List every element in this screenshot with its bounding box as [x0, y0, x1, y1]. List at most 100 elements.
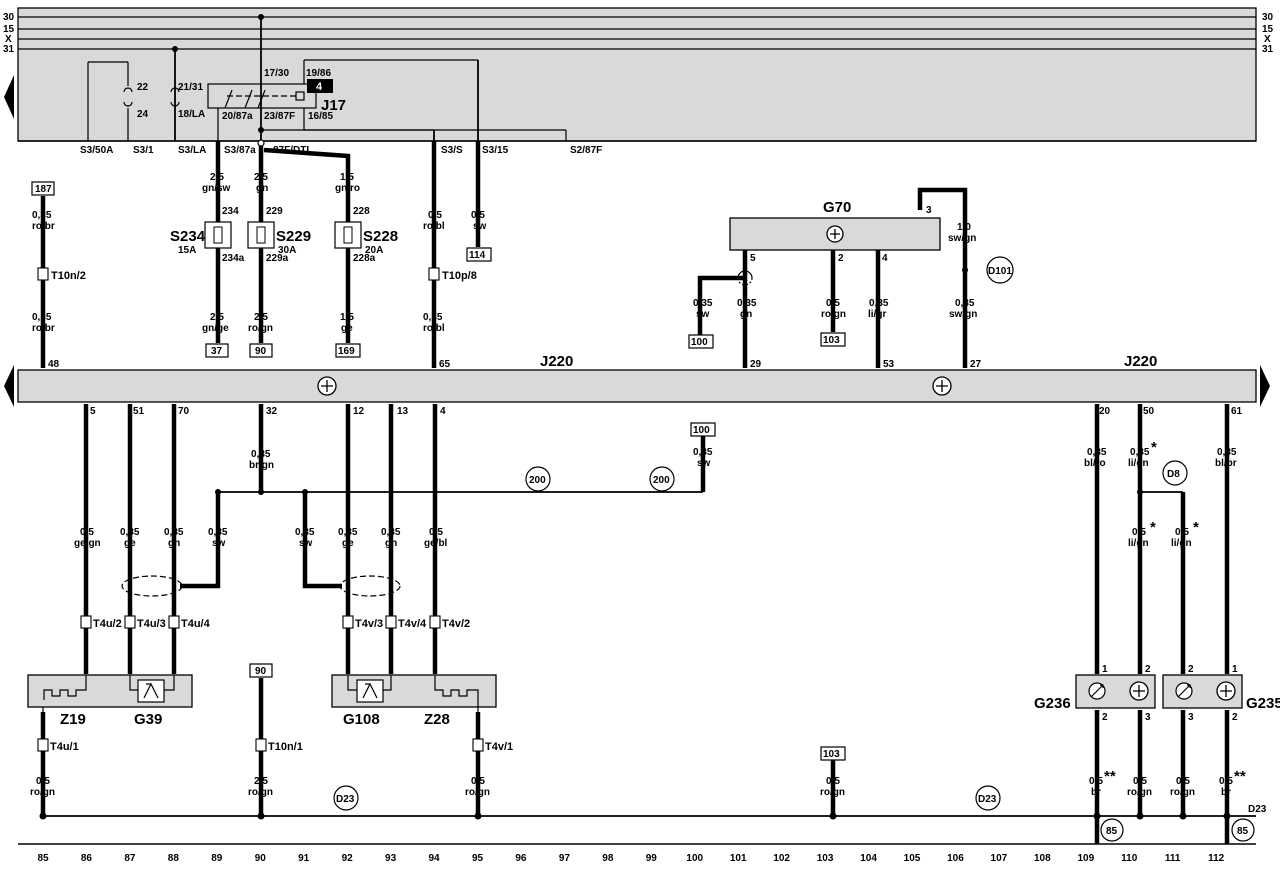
wire-l4-color: sw	[212, 538, 226, 549]
wire-l7-size: 0,35	[338, 527, 358, 538]
rail-label-30-left: 30	[3, 12, 15, 23]
ecu-j220: J220 J220 48 65 29 53 27 5 51 70 32 12 1…	[17, 353, 1257, 417]
fuse-s229-bottom: 229a	[266, 253, 289, 264]
ground-bus-label: D23	[1248, 804, 1267, 815]
gnd-wire-8-size: 0,5	[1219, 776, 1233, 787]
rail-label-x-right: X	[1264, 34, 1271, 45]
wire-l5-size: 0,35	[251, 449, 271, 460]
rail-label-15-right: 15	[1262, 24, 1274, 35]
top-wire-labels: 0,35 ro/br 2,5 gn/sw 2,5 gn 1,5 gn/ro 0,…	[32, 172, 977, 334]
fuse-s234-top: 234	[222, 206, 239, 217]
star-3: *	[1193, 519, 1199, 536]
relay-j17: 4 J17 17/30 19/86 21/31 18/LA 20/87a 23/…	[87, 14, 567, 160]
star-1: *	[1151, 439, 1157, 456]
gnd-wire-3-size: 0,5	[471, 776, 485, 787]
g108-label: G108	[343, 711, 380, 728]
relay-pin-23-87f: 23/87F	[264, 111, 295, 122]
wire-d-size: 1,5	[340, 172, 354, 183]
connector-t4u1-icon	[37, 738, 49, 752]
upper-wires	[40, 141, 968, 368]
wire-l15-color: li/gn	[1171, 538, 1192, 549]
gnd-wire-4-size: 0,5	[826, 776, 840, 787]
z19-label: Z19	[60, 711, 86, 728]
wire-l9-size: 0,5	[429, 527, 443, 538]
wire-l15-size: 0,5	[1175, 527, 1189, 538]
ground-labels: 0,5 ro/gn 2,5 ro/gn 0,5 ro/gn 0,5 ro/gn …	[30, 768, 1246, 798]
ecu-pin-53: 53	[883, 359, 895, 370]
gnd-wire-7-size: 0,5	[1176, 776, 1190, 787]
scale-number: 95	[472, 853, 484, 864]
relay-pin-24: 24	[137, 109, 149, 120]
wire-k-color: sw/gn	[948, 233, 976, 244]
g70-module: G70 3 5 2 4 D101	[729, 199, 1014, 284]
gnd-wire-3-color: ro/gn	[465, 787, 490, 798]
ref-90-bottom: 90	[255, 666, 267, 677]
ecu-pin-13: 13	[397, 406, 409, 417]
top-connectors: T10n/2 T10p/8	[37, 267, 477, 282]
scale-number: 108	[1034, 853, 1051, 864]
fuse-s228-label: S228	[363, 228, 398, 245]
g236-pin-2: 2	[1102, 712, 1108, 723]
scale-number: 85	[37, 853, 49, 864]
connector-t10n1-label: T10n/1	[268, 741, 303, 753]
arrow-left-top-icon	[4, 75, 14, 119]
wire-o-color: li/gr	[868, 309, 886, 320]
ground-bus: D23 D23 D23 85 85	[18, 785, 1267, 845]
wire-l-color: sw	[696, 309, 710, 320]
wire-a-size: 0,35	[32, 210, 52, 221]
wire-b-size: 2,5	[210, 172, 224, 183]
wire-e-size: 0,5	[428, 210, 442, 221]
wire-l12-size: 0,35	[1130, 447, 1150, 458]
term-s3-15: S3/15	[482, 145, 509, 156]
wire-l7-color: ge	[342, 538, 354, 549]
g235a-pin-3: 3	[1188, 712, 1194, 723]
g235-pin-1: 1	[1232, 664, 1238, 675]
ref-100-bottom: 100	[693, 425, 710, 436]
top-refs: 187 37 90 169 114 100 103	[31, 181, 846, 358]
relay-pin-19-86: 19/86	[306, 68, 331, 79]
scale-number: 111	[1165, 853, 1181, 864]
wire-l3-size: 0,35	[164, 527, 184, 538]
rail-label-31-left: 31	[3, 44, 15, 55]
ecu-pin-5: 5	[90, 406, 96, 417]
circle-85-b: 85	[1237, 826, 1249, 837]
wire-l-size: 0,35	[693, 298, 713, 309]
ecu-pin-4: 4	[440, 406, 446, 417]
fuses: S234 15A 234 234a S229 30A 229 229a S228…	[170, 206, 398, 264]
g70-pin-3: 3	[926, 205, 932, 216]
gnd-wire-2-size: 2,5	[254, 776, 268, 787]
connector-t10p8-label: T10p/8	[442, 270, 477, 282]
fuse-s229-label: S229	[276, 228, 311, 245]
wire-l6-size: 0,35	[295, 527, 315, 538]
ecu-pin-50: 50	[1143, 406, 1155, 417]
connector-t4u2-label: T4u/2	[93, 618, 122, 630]
connector-t4u1-label: T4u/1	[50, 741, 79, 753]
wire-m-color: gn	[740, 309, 752, 320]
connector-t4v1-icon	[472, 738, 484, 752]
relay-pin-16-85: 16/85	[308, 111, 333, 122]
connector-t4u3-icon	[124, 615, 136, 629]
wire-e-color: ro/bl	[423, 221, 445, 232]
rail-label-x-left: X	[5, 34, 12, 45]
wire-l14-color: li/gn	[1128, 538, 1149, 549]
fuse-s228-rating: 20A	[365, 245, 383, 256]
connector-t4u3-label: T4u/3	[137, 618, 166, 630]
scale-number: 101	[730, 853, 747, 864]
scale-number: 93	[385, 853, 397, 864]
gnd-wire-5-color: br	[1091, 787, 1101, 798]
z28-label: Z28	[424, 711, 450, 728]
ecu-pin-48: 48	[48, 359, 60, 370]
wire-g-color: gn/ge	[202, 323, 229, 334]
wire-n-color: ro/gn	[821, 309, 846, 320]
g70-pin-2: 2	[838, 253, 844, 264]
wire-l1-color: ge/gn	[74, 538, 101, 549]
term-s3-50a: S3/50A	[80, 145, 113, 156]
wire-b-color: gn/sw	[202, 183, 231, 194]
connector-t4v2-icon	[429, 615, 441, 629]
ecu-label-right: J220	[1124, 353, 1157, 370]
ecu-pin-32: 32	[266, 406, 278, 417]
g70-pin-5: 5	[750, 253, 756, 264]
relay-badge: 4	[316, 81, 323, 93]
wire-a-color: ro/br	[32, 221, 55, 232]
